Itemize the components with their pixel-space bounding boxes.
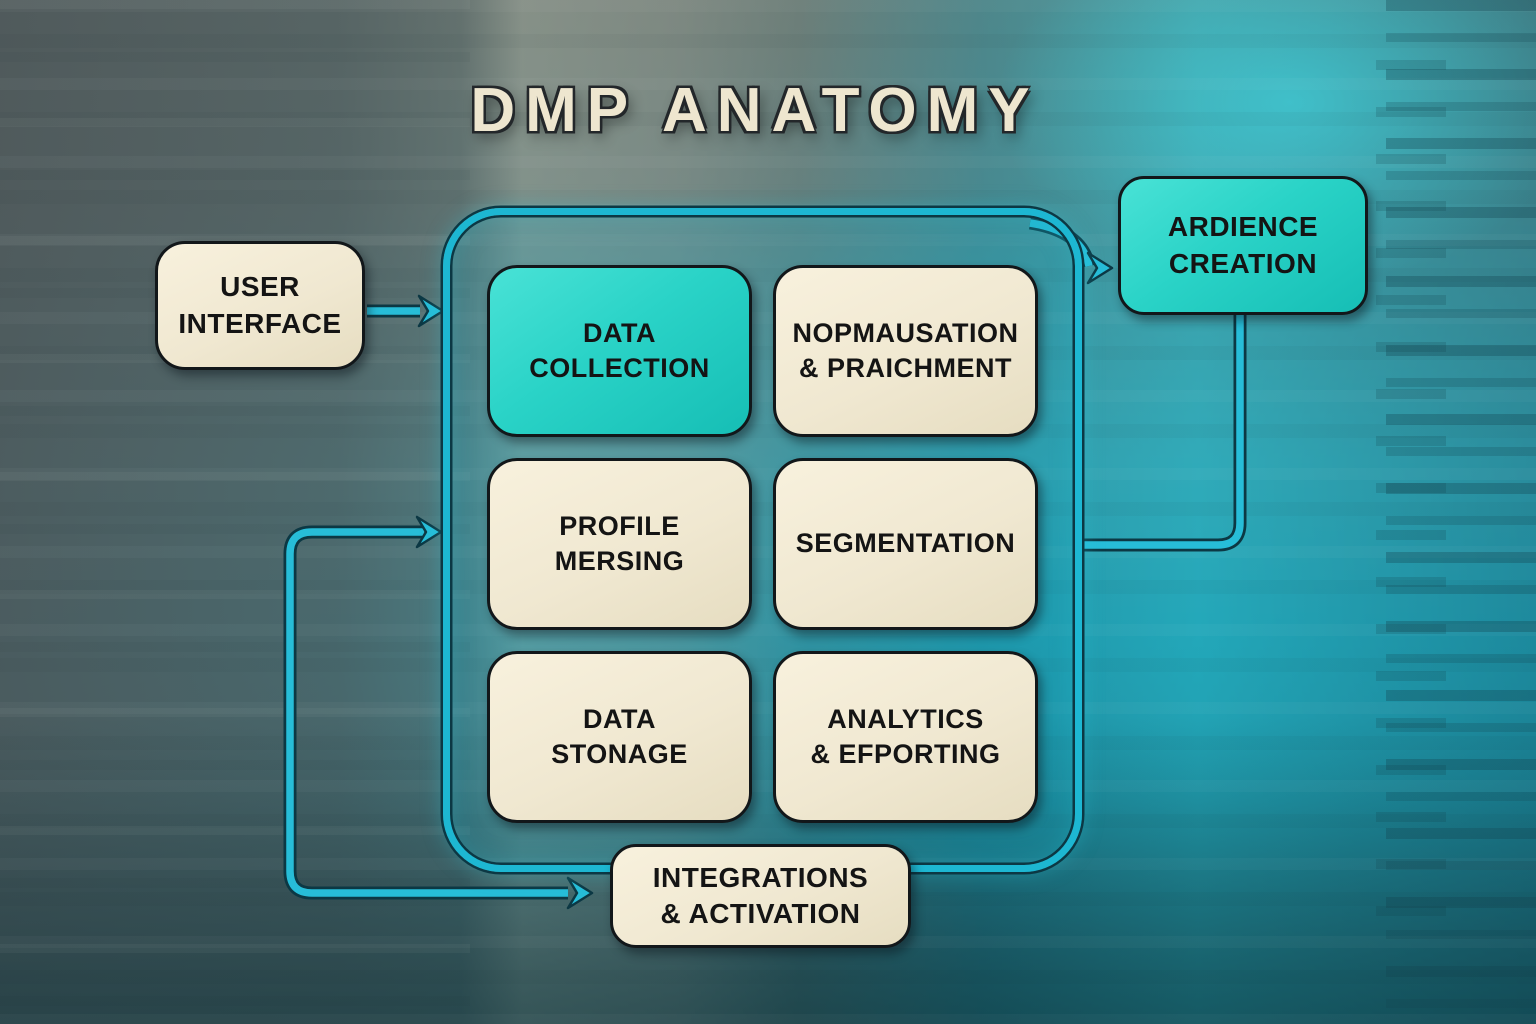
node-segmentation: SEGMENTATION bbox=[773, 458, 1038, 630]
wire-audience-to-container bbox=[1078, 310, 1247, 552]
node-analytics-reporting: ANALYTICS & EFPORTING bbox=[773, 651, 1038, 823]
node-audience-creation: ARDIENCE CREATION bbox=[1118, 176, 1368, 315]
arrow-user-to-container bbox=[367, 294, 445, 328]
node-profile-merging: PROFILE MERSING bbox=[487, 458, 752, 630]
node-integrations-activation: INTEGRATIONS & ACTIVATION bbox=[610, 844, 911, 948]
node-data-collection: DATA COLLECTION bbox=[487, 265, 752, 437]
background-streaks-right bbox=[1386, 0, 1536, 1024]
page-title: DMP ANATOMY bbox=[470, 76, 1040, 145]
node-user-interface: USER INTERFACE bbox=[155, 241, 365, 370]
dmp-core-container: DATA COLLECTION NOPMAUSATION & PRAICHMEN… bbox=[443, 208, 1082, 872]
wire-left-loop bbox=[283, 515, 594, 910]
background-streaks-left bbox=[0, 0, 470, 1024]
node-normalisation-enrichment: NOPMAUSATION & PRAICHMENT bbox=[773, 265, 1038, 437]
node-data-storage: DATA STONAGE bbox=[487, 651, 752, 823]
background-streaks-right-inner bbox=[1376, 60, 1446, 940]
